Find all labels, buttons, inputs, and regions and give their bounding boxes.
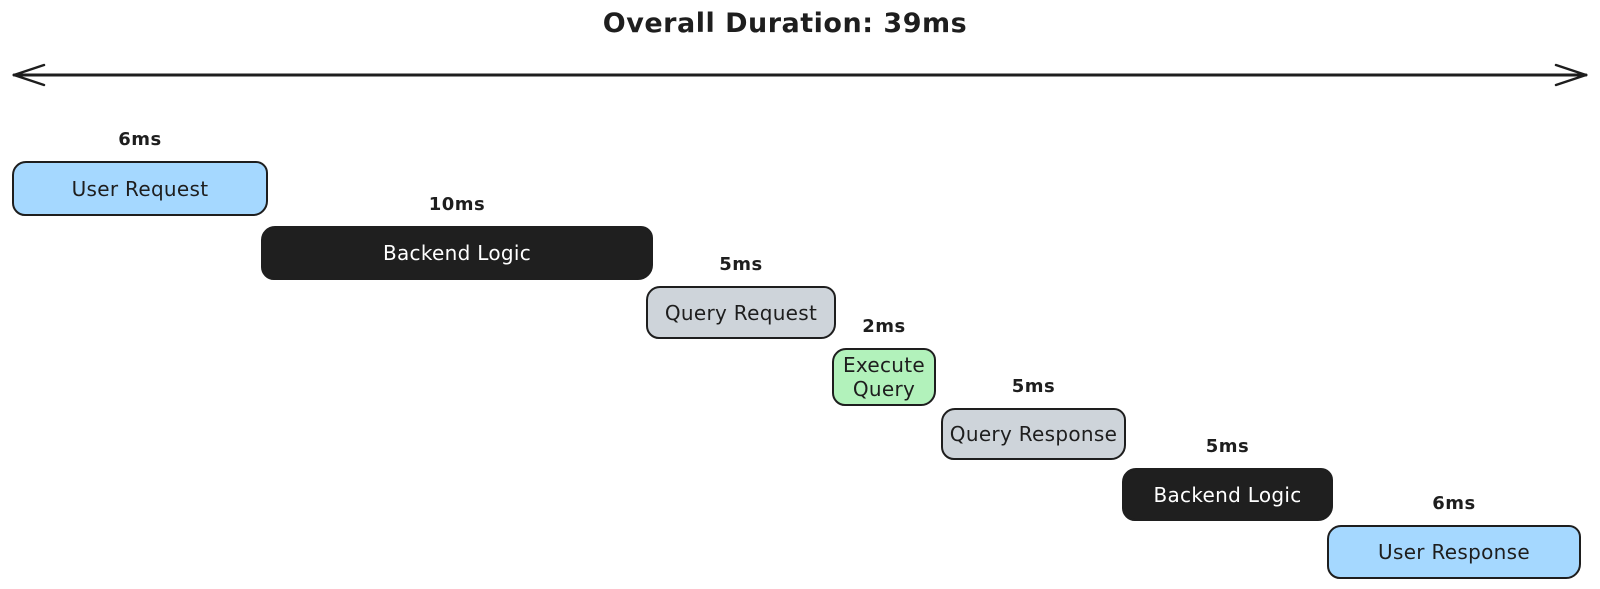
duration-label: 6ms [118, 128, 162, 150]
task-item: 6ms User Request [12, 117, 268, 216]
task-label: Query Request [664, 300, 818, 325]
task-label: Backend Logic [1153, 482, 1302, 507]
duration-label: 5ms [1205, 435, 1250, 457]
task-item: 10ms Backend Logic [261, 182, 653, 280]
task-box: Backend Logic [1122, 468, 1333, 521]
duration-label: 6ms [1432, 492, 1476, 514]
task-item: 2ms Execute Query [832, 304, 936, 406]
task-item: 5ms Query Request [646, 242, 836, 339]
task-box: User Request [12, 161, 268, 216]
task-label: Backend Logic [382, 241, 532, 265]
duration-label: 5ms [1011, 375, 1056, 397]
duration-label: 2ms [862, 315, 906, 337]
task-item: 6ms User Response [1327, 481, 1581, 579]
task-item: 5ms Query Response [941, 364, 1126, 460]
task-box: Execute Query [832, 348, 936, 406]
task-box: Query Response [941, 408, 1126, 460]
double-headed-arrow-icon [12, 63, 1588, 87]
task-label: User Request [71, 176, 209, 201]
task-label: User Response [1378, 540, 1530, 564]
task-item: 5ms Backend Logic [1122, 424, 1333, 521]
task-box: Query Request [646, 286, 836, 339]
task-label: Query Response [949, 422, 1118, 446]
duration-label: 5ms [719, 253, 763, 275]
task-box: Backend Logic [261, 226, 653, 280]
task-label: Execute Query [842, 353, 926, 401]
duration-label: 10ms [428, 193, 486, 215]
overall-duration-title: Overall Duration: 39ms [602, 8, 968, 39]
task-box: User Response [1327, 525, 1581, 579]
